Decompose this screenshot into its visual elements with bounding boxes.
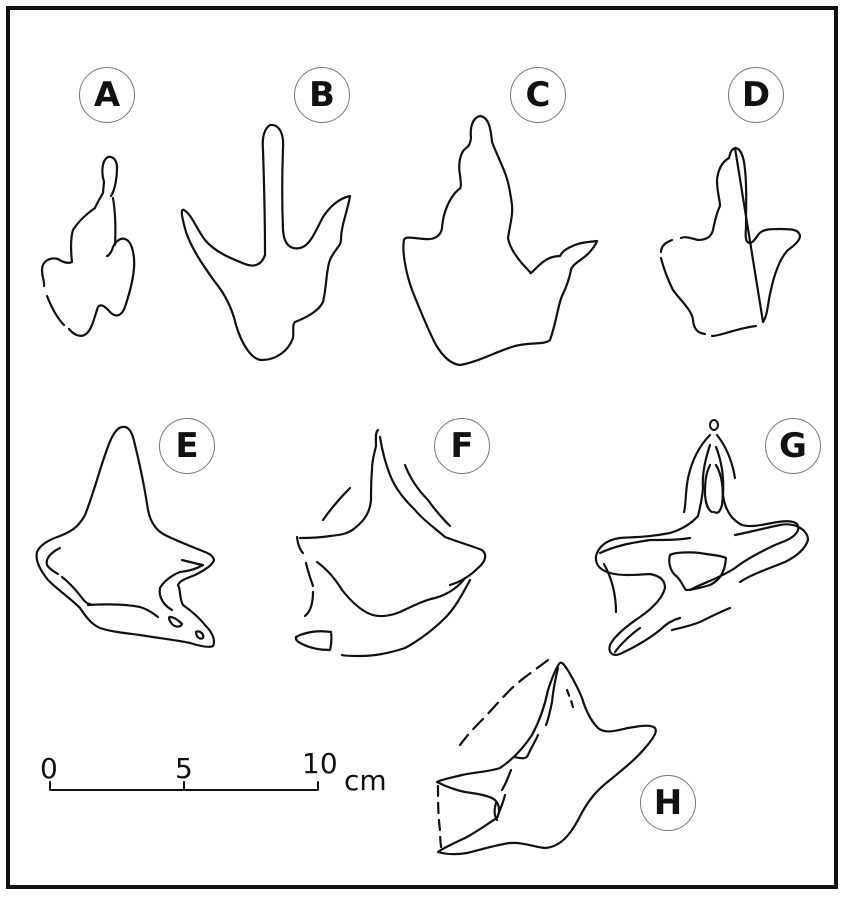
footprint-e (35, 425, 216, 648)
footprint-a (40, 155, 136, 337)
panel-label-d: D (728, 67, 784, 123)
footprint-f (294, 428, 487, 658)
footprint-d (659, 146, 802, 338)
scale-tick-0: 0 (40, 752, 58, 785)
panel-label-h: H (640, 775, 696, 831)
panel-label-g: G (765, 418, 821, 474)
panel-label-a: A (79, 67, 135, 123)
scale-unit: cm (344, 764, 387, 797)
panel-label-f: F (434, 418, 490, 474)
footprint-g (594, 419, 810, 656)
panel-label-c: C (510, 67, 566, 123)
scale-tick-5: 5 (175, 752, 193, 785)
scale-bar (49, 781, 319, 791)
footprint-h (435, 658, 657, 856)
footprint-c (402, 114, 599, 367)
scale-tick-10: 10 (302, 747, 338, 780)
panel-label-b: B (294, 67, 350, 123)
footprint-b (180, 123, 352, 362)
panel-label-e: E (159, 418, 215, 474)
